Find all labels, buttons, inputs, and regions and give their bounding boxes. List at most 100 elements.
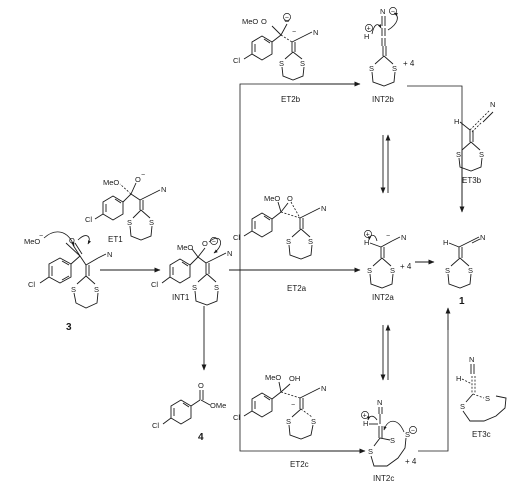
methoxy-label: MeO	[264, 194, 280, 203]
negative-charge-icon	[409, 426, 417, 434]
carbanion-charge: −	[292, 29, 296, 36]
arrow-int2c-to-1-line	[418, 320, 449, 452]
sulfur-atom: S	[214, 283, 219, 292]
int2b-label: INT2b	[372, 95, 394, 104]
negative-charge-icon	[283, 13, 291, 21]
et2b-label: ET2b	[281, 95, 301, 104]
hydrogen-atom: H	[456, 374, 461, 383]
compound-3-structure: Cl O MeO − N S S	[24, 231, 112, 309]
svg-text:−: −	[212, 239, 216, 246]
sulfur-atom: S	[369, 64, 374, 73]
int2c-plus-4: + 4	[405, 457, 417, 466]
carbanion-charge: −	[291, 402, 295, 409]
positive-charge-icon	[364, 230, 372, 238]
chlorine-atom: Cl	[233, 56, 240, 65]
svg-text:+: +	[363, 413, 367, 420]
svg-text:−: −	[285, 15, 289, 22]
methoxy-label: MeO	[177, 243, 193, 252]
hydrogen-atom: H	[364, 32, 369, 41]
sulfur-atom: S	[311, 417, 316, 426]
nitrile-nitrogen: N	[480, 233, 485, 242]
chlorine-atom: Cl	[233, 233, 240, 242]
hydrogen-atom: H	[364, 238, 369, 247]
svg-text:−: −	[391, 9, 395, 16]
nitrile-nitrogen: N	[490, 100, 495, 109]
svg-text:−: −	[411, 428, 415, 435]
sulfur-atom: S	[286, 237, 291, 246]
methoxide-label: MeO	[24, 237, 40, 246]
sulfur-atom: S	[94, 285, 99, 294]
chlorine-atom: Cl	[28, 280, 35, 289]
sulfur-atom: S	[456, 150, 461, 159]
chlorine-atom: Cl	[151, 280, 158, 289]
nitrile-nitrogen: N	[377, 398, 382, 407]
methoxide-charge: −	[39, 233, 43, 240]
int2b-structure: H + N − S S	[364, 7, 398, 87]
hydrogen-atom: H	[454, 117, 459, 126]
nitrile-nitrogen: N	[401, 233, 406, 242]
et2a-label: ET2a	[287, 284, 307, 293]
sulfur-atom: S	[368, 447, 373, 456]
sulfur-atom: S	[390, 266, 395, 275]
positive-charge-icon	[361, 411, 369, 419]
int2b-plus-4: + 4	[403, 59, 415, 68]
et2c-label: ET2c	[290, 460, 309, 469]
int1-structure: Cl MeO O − N S S	[151, 237, 232, 306]
et3b-label: ET3b	[462, 176, 482, 185]
methoxy-label: MeO	[242, 17, 258, 26]
nitrile-nitrogen: N	[161, 185, 166, 194]
carbonyl-oxygen: O	[287, 194, 293, 203]
ester-oxygen: O	[261, 17, 267, 26]
et3c-label: ET3c	[472, 430, 491, 439]
nitrile-nitrogen: N	[469, 355, 474, 364]
et2c-structure: Cl MeO OH − N S S	[233, 373, 326, 440]
negative-charge-icon	[389, 7, 397, 15]
chlorine-atom: Cl	[85, 215, 92, 224]
et3b-structure: H N S S	[454, 100, 495, 172]
compound-3-label: 3	[66, 322, 72, 333]
svg-text:+: +	[367, 26, 371, 33]
sulfur-atom: S	[479, 150, 484, 159]
nitrogen-atom: N	[380, 7, 385, 16]
nitrile-nitrogen: N	[321, 384, 326, 393]
sulfur-atom: S	[300, 59, 305, 68]
carbonyl-oxygen: O	[69, 236, 75, 245]
thiolate-sulfur: S	[405, 430, 410, 439]
nitrile-nitrogen: N	[107, 250, 112, 259]
arrow-int2b-to-1-line	[407, 85, 463, 205]
sulfur-atom: S	[192, 283, 197, 292]
sulfur-atom: S	[308, 237, 313, 246]
carbanion-charge: −	[386, 233, 390, 240]
sulfur-atom: S	[71, 285, 76, 294]
compound-4-structure: Cl O OMe	[152, 381, 226, 430]
alkoxide-oxygen: O	[202, 239, 208, 248]
positive-charge-icon	[365, 24, 373, 32]
branch-line-bottom	[239, 270, 300, 452]
hydrogen-atom: H	[443, 238, 448, 247]
hydrogen-atom: H	[363, 419, 368, 428]
et1-label: ET1	[108, 235, 123, 244]
int2c-structure: H + N H S S S −	[361, 398, 417, 467]
chlorine-atom: Cl	[152, 421, 159, 430]
nitrile-nitrogen: N	[227, 249, 232, 258]
branch-line-top	[239, 83, 360, 270]
int2a-structure: H + N − S S	[364, 230, 406, 289]
et2a-structure: Cl MeO O N S S	[233, 194, 326, 260]
svg-text:+: +	[366, 232, 370, 239]
oxyanion-charge: −	[141, 172, 145, 179]
sulfur-atom: S	[468, 266, 473, 275]
nitrile-nitrogen: N	[313, 28, 318, 37]
methoxy-label: MeO	[265, 373, 281, 382]
sulfur-atom: S	[390, 436, 395, 445]
et3c-structure: N H S S	[456, 355, 507, 422]
chlorine-atom: Cl	[233, 413, 240, 422]
int2a-plus-4: + 4	[400, 262, 412, 271]
product-1-structure: H N S S	[443, 233, 485, 289]
et2b-structure: Cl MeO O O − − N S S	[233, 13, 318, 81]
et1-structure: Cl MeO O − N S S	[85, 172, 166, 241]
compound-4-label: 4	[198, 432, 204, 443]
methoxy-label: OMe	[210, 401, 226, 410]
sulfur-atom: S	[367, 266, 372, 275]
sulfur-atom: S	[149, 218, 154, 227]
